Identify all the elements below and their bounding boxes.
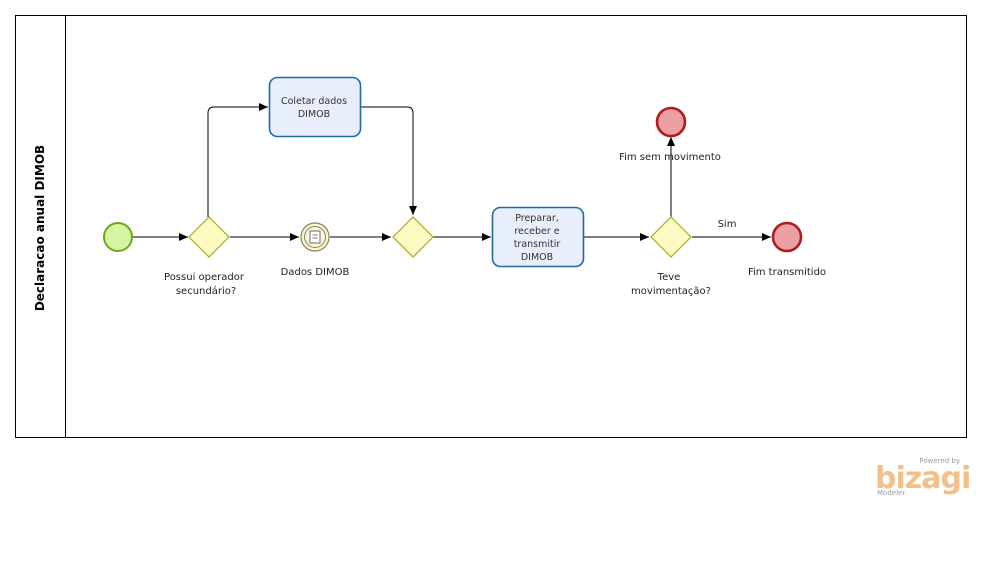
task-prepare-transmit-label-line2: receber e	[514, 226, 559, 237]
end-event-transmitted-label: Fim transmitido	[748, 267, 826, 278]
gateway-secondary-operator-label-line1: Possui operador	[164, 272, 245, 283]
task-prepare-transmit-box[interactable]	[491, 206, 585, 268]
task-prepare-transmit-label-line3: transmitir	[514, 239, 561, 250]
start-event-circle[interactable]	[103, 222, 133, 252]
lane-label: Declaracao anual DIMOB	[33, 145, 47, 311]
watermark-product: Modeler	[877, 489, 905, 497]
gateway-had-movement[interactable]: Teve movimentação?	[631, 216, 711, 297]
end-event-transmitted[interactable]: Fim transmitido	[748, 221, 826, 278]
watermark-powered-by: Powered by	[919, 457, 960, 465]
end-event-no-movement[interactable]: Fim sem movimento	[619, 106, 721, 163]
gateway-had-movement-label-line1: Teve	[657, 272, 681, 283]
task-prepare-transmit-label-line1: Preparar,	[515, 213, 559, 224]
flow-yes-label: Sim	[718, 219, 737, 230]
end-event-no-movement-label: Fim sem movimento	[619, 152, 721, 163]
intermediate-event-inner	[304, 226, 326, 248]
task-collect-data-label-line1: Coletar dados	[281, 96, 347, 107]
task-collect-data-label-line2: DIMOB	[298, 109, 330, 120]
pool: Declaracao anual DIMOB	[15, 15, 967, 438]
start-event[interactable]	[103, 222, 133, 252]
gateway-secondary-operator-label-line2: secundário?	[176, 285, 236, 297]
end-event-transmitted-circle[interactable]	[771, 221, 803, 253]
task-prepare-transmit-label-line4: DIMOB	[521, 252, 553, 263]
gateway-had-movement-label-line2: movimentação?	[631, 286, 711, 297]
task-collect-data[interactable]: Coletar dados DIMOB	[268, 76, 362, 138]
gateway-merge[interactable]	[392, 216, 434, 258]
flow-collect-to-merge	[361, 106, 417, 215]
end-event-no-movement-circle[interactable]	[655, 106, 687, 138]
sequence-flows: Sim	[133, 103, 771, 241]
flow-gateway-to-collect	[207, 103, 268, 217]
task-prepare-transmit[interactable]: Preparar, receber e transmitir DIMOB	[491, 206, 585, 268]
gateway-merge-diamond[interactable]	[392, 216, 434, 258]
gateway-had-movement-diamond[interactable]	[650, 216, 692, 258]
intermediate-event-data[interactable]: Dados DIMOB	[281, 222, 350, 278]
bizagi-watermark: Powered by bizagi Modeler	[875, 457, 971, 497]
intermediate-event-data-label: Dados DIMOB	[281, 267, 350, 278]
document-icon	[309, 230, 321, 244]
watermark-brand-logo: bizagi	[875, 461, 970, 496]
gateway-secondary-operator-diamond[interactable]	[188, 216, 230, 258]
gateway-secondary-operator[interactable]: Possui operador secundário?	[164, 216, 245, 297]
task-collect-data-box[interactable]	[268, 76, 362, 138]
pool-border	[15, 15, 967, 438]
